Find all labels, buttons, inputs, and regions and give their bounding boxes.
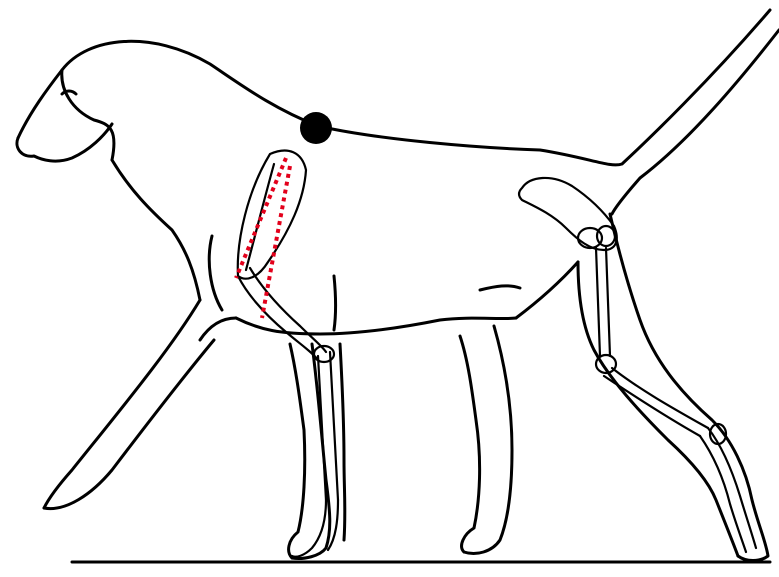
forelimb-skeleton bbox=[238, 151, 338, 557]
dog-body-outline bbox=[17, 10, 779, 561]
hindlimb-skeleton bbox=[519, 178, 756, 552]
withers-landmark bbox=[300, 112, 332, 144]
